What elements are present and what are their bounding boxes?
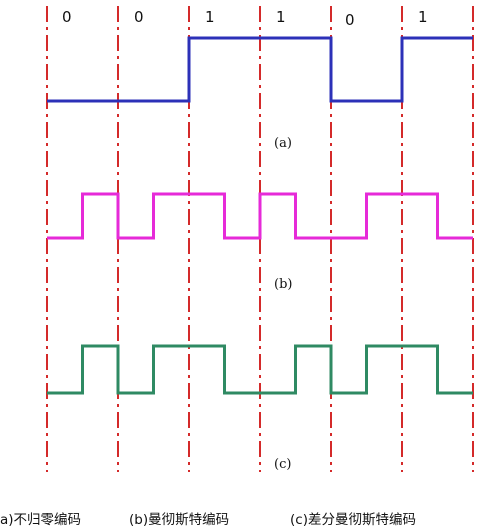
panel-label-b: (b) (274, 277, 292, 292)
panel-label-a: (a) (274, 136, 292, 151)
nrz-waveform (47, 36, 473, 103)
bit-label: 1 (418, 8, 428, 26)
caption-manchester: (b)曼彻斯特编码 (129, 512, 229, 528)
panel-label-c: (c) (274, 457, 291, 472)
differential-manchester-waveform (47, 344, 473, 395)
bit-label: 0 (62, 8, 72, 26)
caption-differential-manchester: (c)差分曼彻斯特编码 (290, 512, 416, 528)
bit-label: 0 (134, 8, 144, 26)
bit-labels: 0 0 1 1 0 1 (62, 8, 428, 29)
manchester-waveform (47, 192, 473, 240)
captions: a)不归零编码 (b)曼彻斯特编码 (c)差分曼彻斯特编码 (0, 511, 416, 528)
bit-label: 1 (205, 8, 215, 26)
bit-label: 1 (276, 8, 286, 26)
panel-labels: (a) (b) (c) (274, 136, 292, 472)
caption-nrz: a)不归零编码 (0, 511, 81, 528)
waveforms (47, 36, 473, 395)
bit-label: 0 (345, 11, 355, 29)
